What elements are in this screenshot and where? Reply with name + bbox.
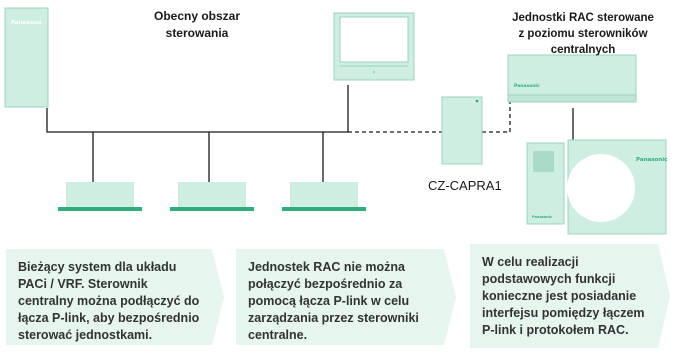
central-controller — [333, 12, 415, 81]
wire-segment — [93, 131, 210, 182]
callout-line: Jednostek RAC nie można — [248, 260, 405, 274]
callout-line: W celu realizacji — [482, 255, 579, 269]
wire-segment — [209, 131, 324, 182]
rac-link-wiring — [348, 95, 511, 133]
cassette-unit-2 — [170, 182, 254, 211]
wire-segment — [323, 85, 349, 133]
callout-line: podstawowych funkcji — [482, 272, 616, 286]
adapter-unit — [441, 96, 483, 165]
remote-controller: Panasonic — [526, 142, 565, 225]
callout-line: sterować jednostkami. — [18, 328, 153, 342]
callout-line: centralne. — [248, 328, 308, 342]
brand-logo: Panasonic — [514, 83, 540, 89]
rac-units-label: Jednostki RAC sterowane z poziomu sterow… — [497, 10, 669, 58]
control-area-label: Obecny obszar sterowania — [127, 8, 267, 42]
dashed-segment — [482, 95, 511, 133]
wall-mounted-indoor-unit: Panasonic — [507, 54, 637, 103]
callout-line: konieczne jest posiadanie — [482, 289, 637, 303]
callout-interface-requirement: W celu realizacji podstawowych funkcji k… — [470, 244, 670, 348]
callout-line: Bieżący system dla układu — [18, 260, 177, 274]
callout-rac-limitation: Jednostek RAC nie można połączyć bezpośr… — [236, 249, 456, 345]
brand-logo: Panasonic — [532, 215, 552, 219]
callout-line: połączyć bezpośrednio za — [248, 277, 403, 291]
control-area-label-line: Obecny obszar — [153, 9, 241, 23]
rac-label-line: z poziomu sterowników — [518, 28, 648, 40]
callout-current-system: Bieżący system dla układu PACi / VRF. St… — [6, 249, 224, 345]
rac-label-line: Jednostki RAC sterowane — [512, 12, 654, 24]
brand-logo: Panasonic — [636, 157, 667, 163]
callout-line: łącza P-link, aby bezpośrednio — [18, 311, 200, 325]
callout-line: zarządzania przez sterowniki — [248, 311, 419, 325]
callout-line: centralny można podłączyć do — [18, 294, 200, 308]
rac-label-line: centralnych — [550, 44, 616, 56]
callout-line: P-link i protokołem RAC. — [482, 323, 629, 337]
callout-line: PACi / VRF. Sterownik — [18, 277, 148, 291]
brand-logo: Panasonic — [11, 20, 42, 26]
controller-screen — [339, 16, 409, 63]
p-link-wiring — [46, 85, 574, 182]
cassette-unit-3 — [282, 182, 366, 211]
tower-indoor-unit: Panasonic — [4, 7, 49, 108]
control-area-label-line: sterowania — [165, 26, 229, 40]
wire-segment — [46, 108, 94, 182]
remote-display — [533, 151, 554, 172]
cassette-unit-1 — [58, 182, 142, 211]
callout-line: pomocą łącza P-link w celu — [248, 294, 410, 308]
adapter-label: CZ-CAPRA1 — [428, 178, 502, 193]
outdoor-unit: Panasonic — [567, 139, 667, 235]
callout-line: interfejsu pomiędzy łączem — [482, 306, 645, 320]
